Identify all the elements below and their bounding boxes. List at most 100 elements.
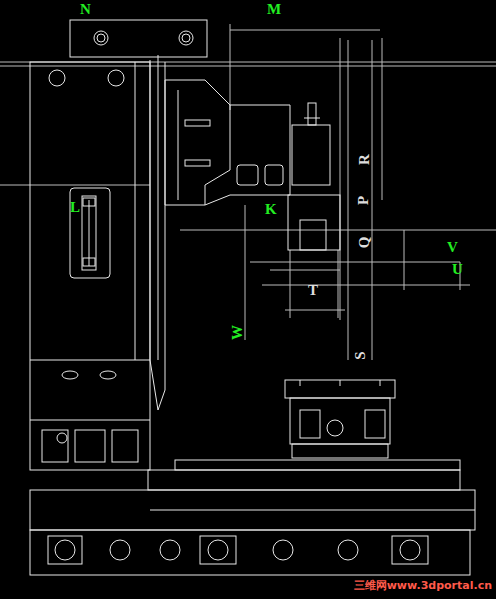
dimension-lines (340, 38, 341, 320)
spindle-head (292, 125, 330, 185)
dim-label: U (452, 262, 463, 277)
table-and-vise (30, 490, 475, 530)
counterweight-window (83, 258, 95, 266)
spindle-head (165, 80, 230, 205)
dimension-lines (338, 250, 339, 318)
dimension-lines (382, 38, 383, 200)
table-and-vise (148, 470, 460, 490)
column (30, 62, 150, 470)
table-and-vise (200, 536, 236, 564)
column (75, 430, 105, 462)
dim-label: S (353, 351, 368, 359)
table-and-vise (30, 530, 470, 575)
dimension-lines (285, 310, 345, 311)
table-and-vise (273, 540, 293, 560)
column (49, 70, 65, 86)
column (30, 420, 150, 421)
spindle-head (185, 120, 210, 126)
table-and-vise (290, 398, 390, 444)
dim-label: R (357, 154, 372, 165)
table-and-vise (400, 540, 420, 560)
spindle-head (265, 165, 283, 185)
dim-label: M (267, 2, 281, 17)
dimension-lines (0, 185, 150, 186)
table-and-vise (300, 410, 320, 438)
table-and-vise (365, 410, 385, 438)
spindle-head (308, 103, 316, 125)
dimension-lines (180, 230, 496, 231)
table-and-vise (327, 420, 343, 436)
dim-label: V (447, 240, 458, 255)
column (42, 430, 68, 462)
counterweight-window (89, 200, 90, 266)
spindle-head (185, 160, 210, 166)
headstock (94, 31, 108, 45)
dimension-lines (348, 40, 349, 360)
dimension-lines (290, 250, 291, 318)
dimension-lines (245, 205, 246, 340)
table-and-vise (300, 380, 301, 386)
table-and-vise (208, 540, 228, 560)
dim-label: Q (357, 237, 372, 249)
headstock (182, 34, 190, 42)
table-and-vise (392, 536, 428, 564)
column (100, 371, 116, 379)
spindle-head (288, 195, 340, 250)
dim-label: P (356, 196, 371, 205)
dim-label: T (308, 283, 318, 298)
column (62, 371, 78, 379)
counterweight-window (70, 188, 110, 278)
spindle-head (230, 105, 290, 195)
dim-label: N (80, 2, 91, 17)
spindle-head (205, 195, 290, 205)
spindle-head (150, 360, 158, 410)
headstock (70, 20, 207, 57)
table-and-vise (30, 380, 475, 575)
dim-label: L (70, 200, 80, 215)
headstock (179, 31, 193, 45)
dimension-lines (250, 262, 460, 263)
dimension-lines (372, 40, 373, 360)
table-and-vise (340, 380, 341, 386)
column (112, 430, 138, 462)
table-and-vise (55, 540, 75, 560)
spindle-head (150, 60, 151, 360)
spindle-head (158, 390, 165, 410)
dim-label: W (230, 325, 245, 340)
table-and-vise (380, 380, 381, 386)
spindle-head (150, 55, 340, 410)
column (57, 433, 67, 443)
headstock (97, 34, 105, 42)
counterweight-window (70, 188, 110, 278)
column (30, 360, 150, 361)
table-and-vise (292, 444, 388, 458)
spindle-head (158, 55, 159, 360)
dimension-lines (230, 30, 380, 31)
spindle-head (237, 165, 258, 185)
spindle-head (304, 118, 320, 119)
table-and-vise (338, 540, 358, 560)
dimension-lines (270, 270, 340, 271)
dimension-lines (262, 285, 470, 286)
counterweight-window (83, 198, 95, 206)
spindle-head (178, 90, 179, 200)
column (30, 62, 150, 470)
headstock (70, 20, 207, 57)
dimension-lines (0, 24, 496, 360)
dim-label: K (265, 202, 277, 217)
table-and-vise (285, 380, 395, 398)
table-and-vise (160, 540, 180, 560)
table-and-vise (110, 540, 130, 560)
table-and-vise (175, 460, 460, 470)
counterweight-window (82, 196, 96, 270)
column (135, 62, 136, 360)
column (108, 70, 124, 86)
dimension-lines (404, 230, 405, 290)
table-and-vise (48, 536, 82, 564)
table-and-vise (150, 510, 475, 511)
dimension-lines (0, 66, 496, 67)
dimension-lines (230, 24, 231, 110)
watermark: 三维网www.3dportal.cn (354, 580, 492, 591)
spindle-head (300, 220, 326, 250)
